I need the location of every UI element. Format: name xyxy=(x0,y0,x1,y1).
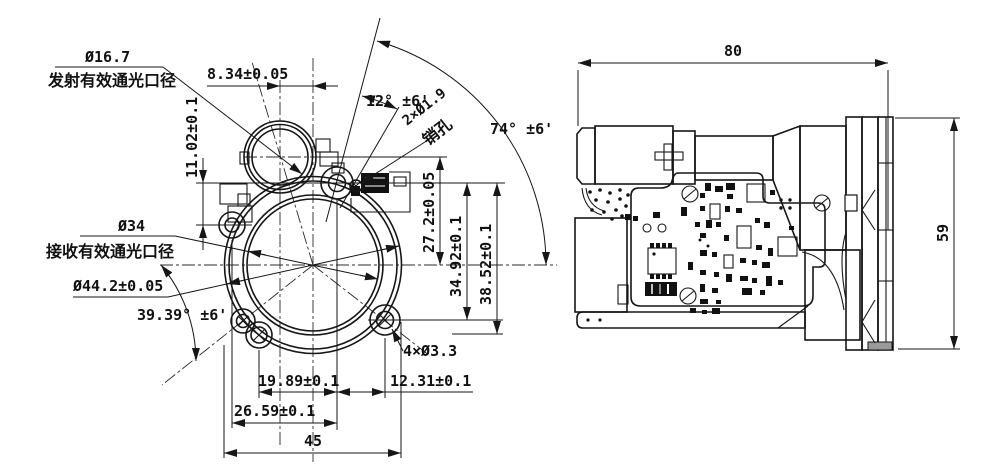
dim-38-52: 38.52±0.1 xyxy=(477,183,501,334)
receive-dia-text: Ø34 xyxy=(117,217,145,235)
dim-19-89-text: 19.89±0.1 xyxy=(258,372,339,390)
side-view: 80 59 xyxy=(574,42,960,351)
lens-cell-dia-text: Ø44.2±0.05 xyxy=(72,277,163,295)
dim-27-2: 27.2±0.05 xyxy=(420,157,444,265)
angle-39-39: 39.39° ±6' xyxy=(137,264,227,362)
dim-26-59: 26.59±0.1 xyxy=(232,402,337,427)
connector-block xyxy=(350,171,411,213)
side-lens-barrels xyxy=(576,116,863,351)
dim-19-89: 19.89±0.1 xyxy=(258,372,339,396)
label-transmit-aperture: Ø16.7 发射有效通光口径 xyxy=(47,48,303,175)
dim-27-2-text: 27.2±0.05 xyxy=(420,172,438,253)
dim-11-02: 11.02±0.1 xyxy=(183,97,207,250)
angle-39-39-text: 39.39° ±6' xyxy=(137,306,227,324)
dim-45: 45 xyxy=(224,432,401,457)
transmit-lens-body xyxy=(239,120,345,194)
side-front-flange xyxy=(801,116,894,351)
dim-11-02-text: 11.02±0.1 xyxy=(183,97,201,178)
dim-80: 80 xyxy=(577,42,889,230)
angle-74-text: 74° ±6' xyxy=(490,120,553,138)
label-lens-cell: Ø44.2±0.05 xyxy=(72,244,400,298)
dim-59: 59 xyxy=(895,117,960,350)
dim-12-31-text: 12.31±0.1 xyxy=(390,372,471,390)
transmit-dia-text: Ø16.7 xyxy=(84,48,130,66)
angle-12-text: 12° ±6' xyxy=(366,92,429,110)
receive-name-text: 接收有效通光口径 xyxy=(46,242,174,261)
dim-80-text: 80 xyxy=(724,42,742,60)
dim-8-34-text: 8.34±0.05 xyxy=(207,65,288,83)
dim-45-text: 45 xyxy=(304,432,322,450)
side-speckle-region xyxy=(581,187,638,221)
pin-hole-name-text: 销孔 xyxy=(419,114,456,149)
left-mount-tabs xyxy=(219,183,253,223)
front-view: 8.34±0.05 11.02±0.1 27.2±0.05 34.92±0.1 … xyxy=(46,17,557,462)
label-receive-aperture: Ø34 接收有效通光口径 xyxy=(46,217,379,281)
dim-59-text: 59 xyxy=(934,224,952,242)
mount-holes-text: 4×Ø3.3 xyxy=(403,342,457,360)
label-mount-holes: 4×Ø3.3 xyxy=(391,328,457,360)
receive-lens-body xyxy=(223,175,403,355)
dim-34-92: 34.92±0.1 xyxy=(447,183,471,320)
dim-34-92-text: 34.92±0.1 xyxy=(447,216,465,297)
side-lower-housing xyxy=(574,217,861,341)
dim-12-31: 12.31±0.1 xyxy=(337,372,473,396)
angle-74: 74° ±6' xyxy=(376,40,553,266)
transmit-name-text: 发射有效通光口径 xyxy=(47,71,176,90)
pcb-components xyxy=(642,183,831,314)
dim-8-34: 8.34±0.05 xyxy=(207,65,338,90)
side-pcb xyxy=(630,172,831,314)
dim-26-59-text: 26.59±0.1 xyxy=(234,402,315,420)
dim-38-52-text: 38.52±0.1 xyxy=(477,224,495,305)
